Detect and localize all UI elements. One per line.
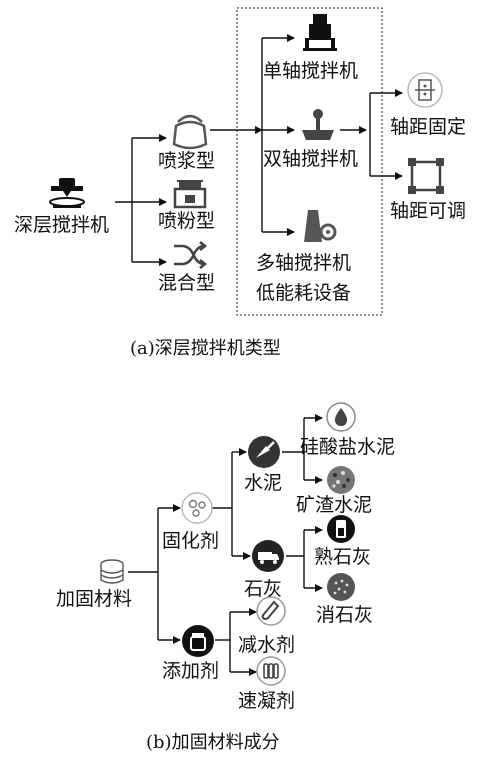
shuffle-icon	[174, 240, 208, 270]
kettlebell-icon	[172, 114, 208, 150]
molecule-icon	[181, 492, 213, 524]
curing-lime: 石灰	[244, 578, 283, 600]
diagram-a-connectors	[115, 34, 403, 266]
powder-dots-icon	[327, 573, 355, 601]
type-spray-powder: 喷粉型	[158, 210, 216, 232]
low-energy-note: 低能耗设备	[256, 282, 352, 304]
type-mixed: 混合型	[158, 272, 216, 294]
lime-slaked: 熟石灰	[314, 546, 372, 568]
database-icon	[100, 559, 124, 584]
cement-slag: 矿渣水泥	[296, 494, 373, 516]
cement-portland: 硅酸盐水泥	[300, 436, 396, 458]
adjustable-frame-icon	[408, 158, 444, 194]
additive-accelerator: 速凝剂	[238, 690, 296, 712]
type-spray-slurry: 喷浆型	[158, 150, 216, 172]
single-axis-mixer-icon	[303, 14, 337, 51]
jar-icon	[182, 625, 214, 657]
fixed-distance-icon	[407, 72, 443, 108]
machine-single-axis: 单轴搅拌机	[263, 60, 359, 82]
joystick-icon	[302, 109, 334, 140]
truck-icon	[252, 540, 284, 572]
trowel-icon	[248, 436, 280, 468]
root-label-materials: 加固材料	[56, 588, 133, 610]
category-additive: 添加剂	[162, 660, 220, 682]
grinder-icon	[173, 180, 207, 209]
caption-b: (b)加固材料成分	[146, 732, 280, 753]
machine-multi-axis: 多轴搅拌机	[256, 252, 352, 274]
root-label-deep-mixer: 深层搅拌机	[14, 214, 110, 236]
additive-water-reducer: 减水剂	[238, 634, 296, 656]
machine-double-axis: 双轴搅拌机	[263, 148, 359, 170]
curing-cement: 水泥	[244, 472, 283, 494]
spacing-fixed: 轴距固定	[390, 116, 467, 138]
lime-hydrated: 消石灰	[316, 604, 374, 626]
vials-icon	[256, 656, 286, 686]
3d-printer-icon	[49, 178, 85, 208]
spacing-adjustable: 轴距可调	[390, 200, 467, 222]
water-drop-icon	[326, 402, 356, 432]
caption-a: (a)深层搅拌机类型	[130, 338, 281, 359]
diagram-b-connectors	[128, 414, 323, 676]
low-energy-group-box	[236, 7, 383, 316]
factory-gear-icon	[304, 210, 337, 242]
battery-icon	[327, 515, 355, 543]
granules-icon	[327, 466, 355, 494]
test-tube-icon	[256, 596, 286, 626]
category-curing-agent: 固化剂	[162, 530, 220, 552]
